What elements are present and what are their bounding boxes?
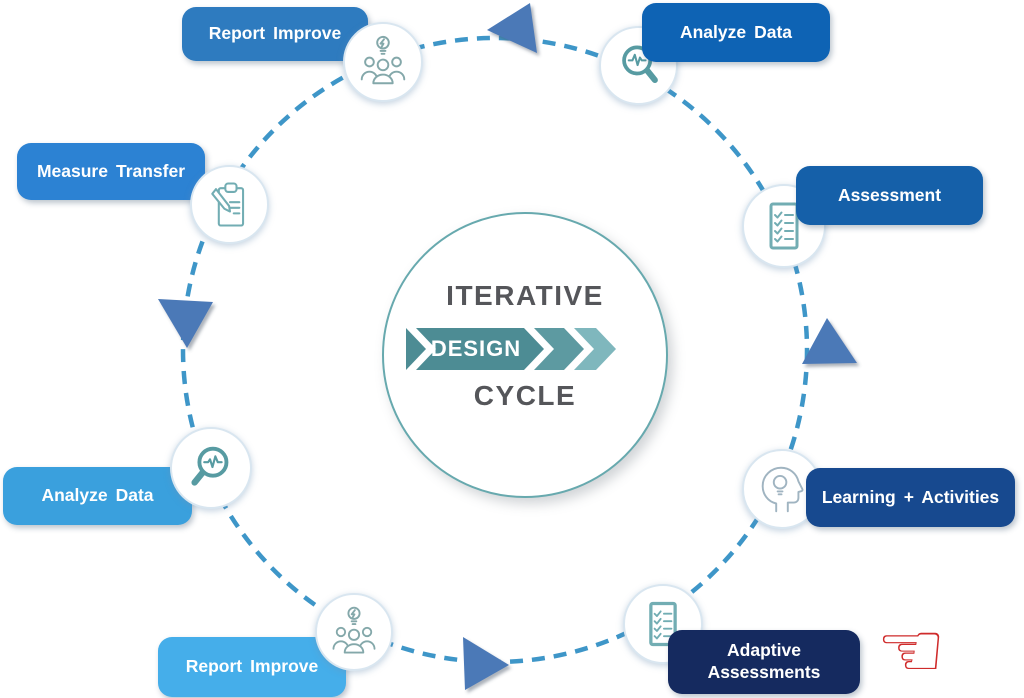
node-label: Analyze Data — [679, 21, 793, 42]
checklist-icon — [742, 184, 826, 268]
banner-chevron-2 — [534, 328, 584, 370]
team-idea-icon — [315, 593, 393, 671]
flow-arrow-top-icon — [487, 3, 537, 53]
flow-arrow-right-icon — [802, 318, 857, 364]
magnifier-waveform-icon — [599, 26, 678, 105]
banner-main-segment — [416, 328, 544, 370]
title-word-iterative: ITERATIVE — [446, 280, 604, 311]
design-arrow-banner: DESIGN — [406, 328, 618, 370]
node-label: Report Improve — [185, 656, 319, 677]
banner-tail-chevron — [406, 328, 426, 370]
node-label: Measure Transfer — [36, 160, 186, 181]
banner-chevrons — [406, 328, 616, 370]
node-adaptive-assessments: Adaptive Assessments — [668, 630, 860, 694]
center-title-circle: ITERATIVE DESIGN CYCLE — [382, 212, 668, 498]
node-label: Adaptive Assessments — [707, 640, 821, 682]
flow-arrow-bottom-icon — [463, 637, 509, 690]
magnifier-waveform-icon — [170, 427, 252, 509]
title-word-design: DESIGN — [430, 336, 522, 361]
node-label: Report Improve — [208, 23, 342, 44]
node-report-improve-bottom: Report Improve — [158, 637, 346, 697]
node-analyze-data-left: Analyze Data — [3, 467, 192, 525]
title-word-cycle: CYCLE — [473, 380, 577, 411]
node-label: Learning + Activities — [821, 486, 1000, 507]
flow-arrow-left-icon — [158, 299, 213, 348]
pointing-hand-icon: ☜ — [876, 606, 946, 696]
clipboard-pencil-icon — [190, 165, 269, 244]
node-analyze-data-top: Analyze Data — [642, 3, 830, 62]
node-label: Assessment — [837, 184, 942, 205]
team-idea-icon — [343, 22, 423, 102]
node-assessment: Assessment — [796, 166, 983, 225]
node-label: Analyze Data — [41, 485, 154, 506]
node-report-improve-top: Report Improve — [182, 7, 368, 61]
node-learning-activities: Learning + Activities — [806, 468, 1015, 527]
banner-chevron-3 — [574, 328, 616, 370]
node-measure-transfer: Measure Transfer — [17, 143, 205, 200]
